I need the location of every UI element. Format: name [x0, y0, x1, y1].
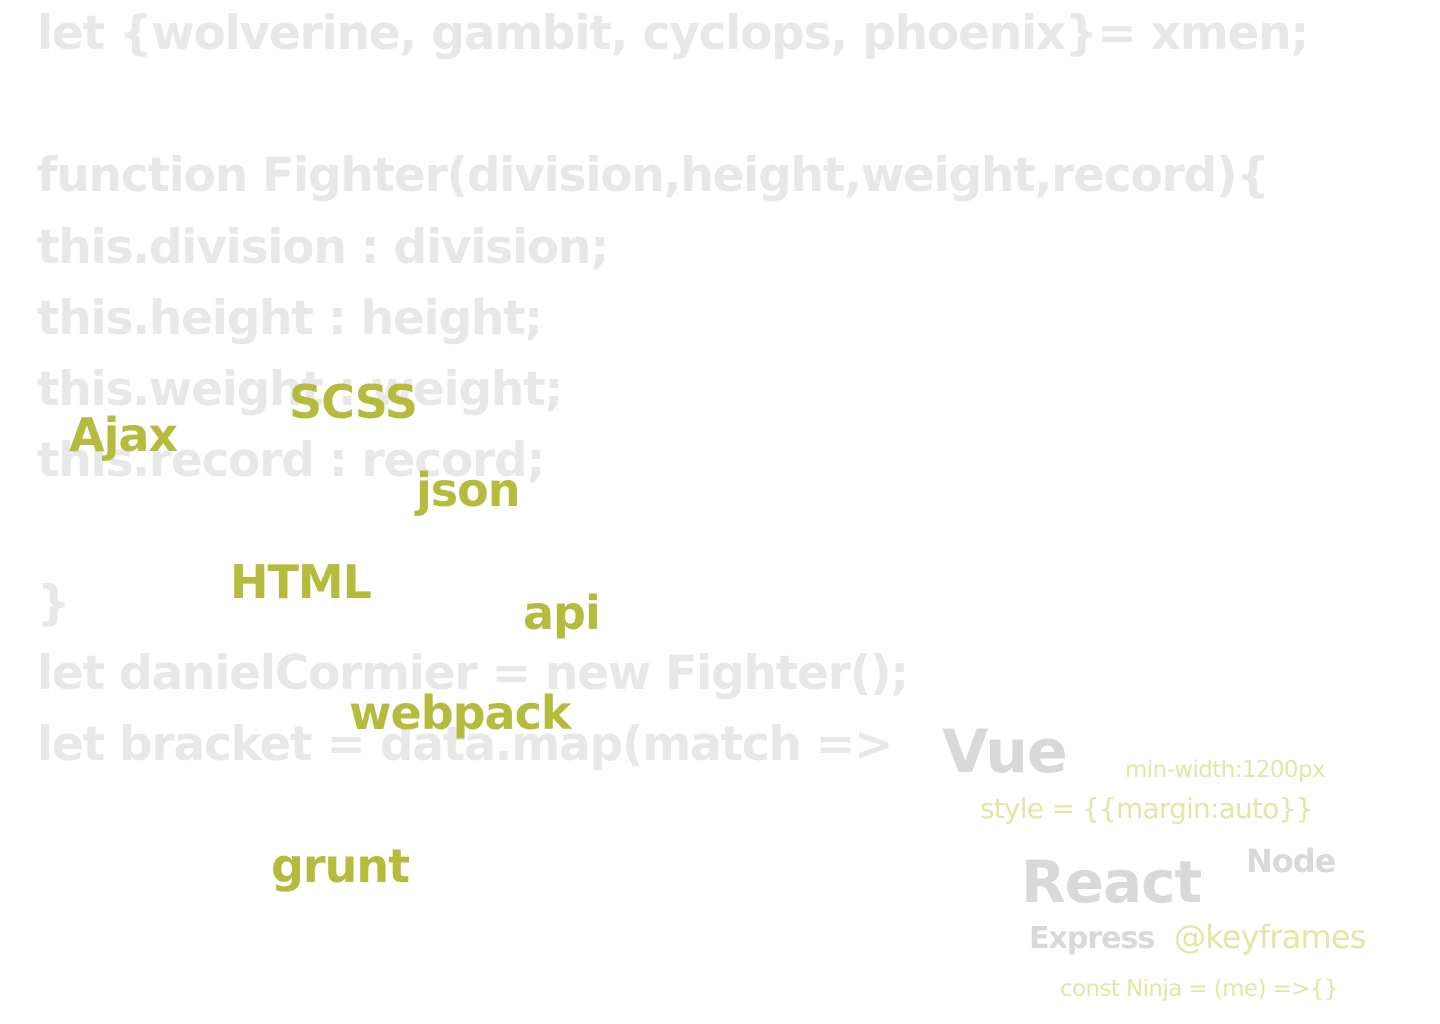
snippet-keyframes: @keyframes	[1174, 918, 1366, 956]
code-line-bracket-map: let bracket = data.map(match =>	[37, 717, 893, 772]
keyword-ajax: Ajax	[69, 408, 178, 462]
keyword-scss: SCSS	[289, 375, 418, 429]
keyword-webpack: webpack	[349, 686, 571, 740]
keyword-html: HTML	[230, 555, 372, 609]
code-line-destructure: let {wolverine, gambit, cyclops, phoenix…	[37, 6, 1309, 61]
tech-express: Express	[1029, 921, 1155, 956]
code-line-division: this.division : division;	[37, 220, 609, 275]
code-line-closing-brace: }	[37, 576, 70, 631]
code-line-height: this.height : height;	[37, 291, 543, 346]
keyword-grunt: grunt	[271, 839, 410, 893]
code-line-weight: this.weight : weight;	[37, 362, 563, 417]
tech-node: Node	[1246, 842, 1336, 880]
snippet-ninja: const Ninja = (me) =>{}	[1060, 976, 1339, 1002]
code-line-function-signature: function Fighter(division,height,weight,…	[37, 148, 1270, 203]
code-line-record: this.record : record;	[37, 433, 545, 488]
keyword-api: api	[523, 586, 601, 640]
snippet-style: style = {{margin:auto}}	[980, 792, 1313, 825]
code-line-new-fighter: let danielCormier = new Fighter();	[37, 646, 909, 701]
tech-react: React	[1021, 848, 1202, 916]
tech-vue: Vue	[942, 717, 1068, 787]
snippet-min-width: min-width:1200px	[1125, 757, 1326, 783]
keyword-json: json	[416, 463, 520, 517]
